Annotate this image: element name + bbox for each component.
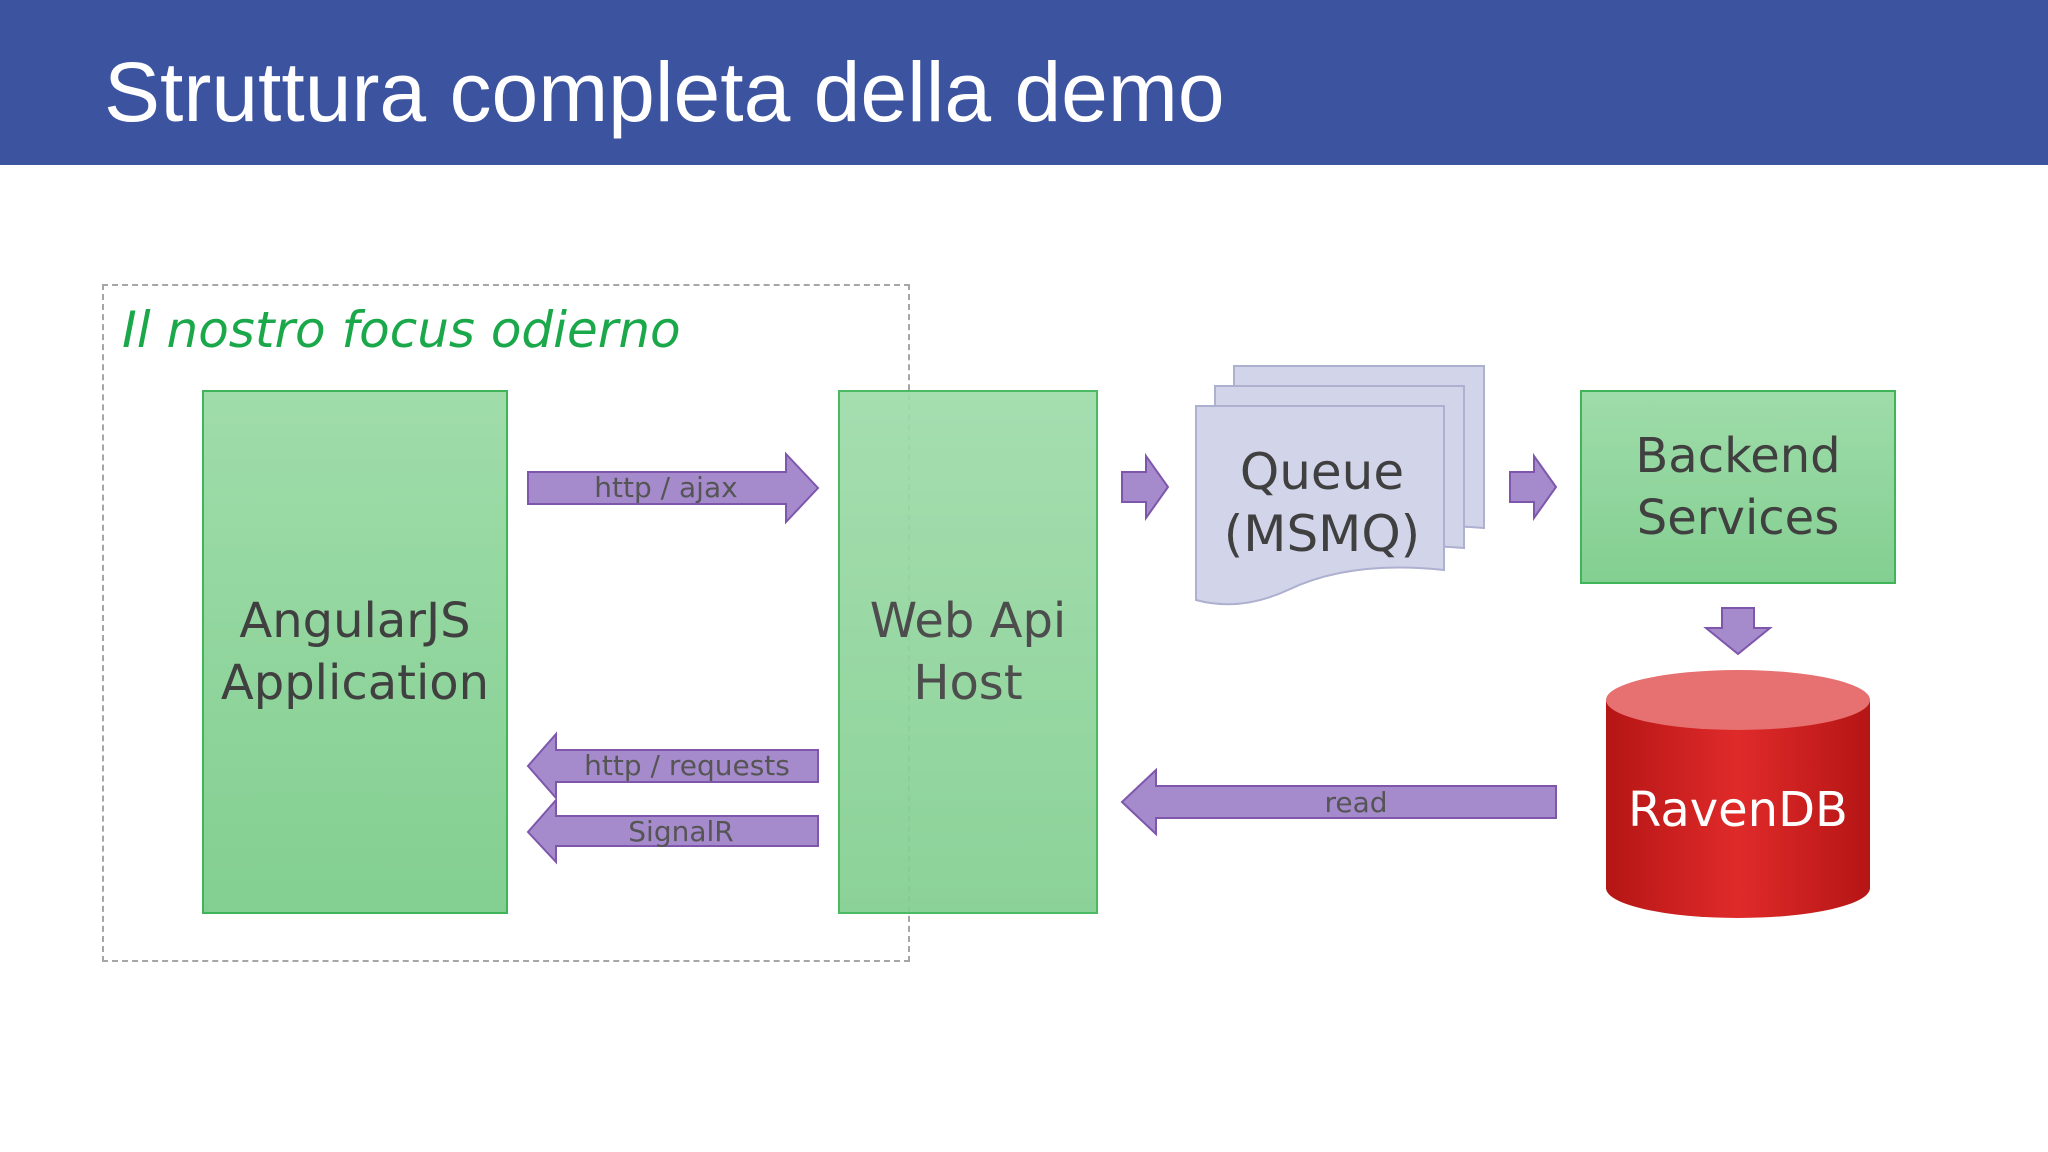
slide-header: Struttura completa della demo: [0, 0, 2048, 165]
slide-title: Struttura completa della demo: [104, 45, 1225, 139]
backend-services-box: Backend Services: [1580, 390, 1896, 584]
webapi-to-queue-arrow: [1121, 452, 1170, 522]
ravendb-cylinder-icon: [1606, 670, 1870, 918]
read-label: read: [1324, 786, 1388, 819]
web-api-host-label: Web Api Host: [869, 593, 1067, 711]
web-api-host-box: Web Api Host: [838, 390, 1098, 914]
http-ajax-label: http / ajax: [594, 471, 738, 504]
focus-label: Il nostro focus odierno: [122, 301, 681, 359]
signalr-arrow: [526, 797, 819, 865]
http-requests-label: http / requests: [584, 749, 790, 782]
signalr-label: SignalR: [628, 815, 734, 848]
angularjs-application-box: AngularJS Application: [202, 390, 508, 914]
queue-msmq-label: Queue (MSMQ): [1196, 438, 1448, 568]
backend-services-label: Backend Services: [1635, 428, 1841, 546]
queue-to-backend-arrow: [1509, 452, 1558, 522]
angularjs-application-label: AngularJS Application: [220, 593, 490, 711]
queue-stack-icon: [1195, 365, 1485, 606]
http-requests-arrow: [526, 731, 819, 801]
http-ajax-arrow: [527, 451, 820, 525]
read-arrow: [1120, 767, 1557, 837]
ravendb-label: RavenDB: [1628, 782, 1848, 838]
backend-to-ravendb-arrow: [1703, 607, 1773, 656]
queue-msmq-text: Queue (MSMQ): [1223, 443, 1421, 563]
